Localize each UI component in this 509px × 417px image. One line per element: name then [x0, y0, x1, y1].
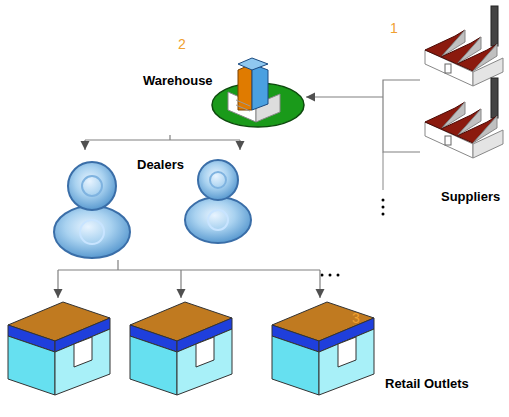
flow-connector [306, 80, 420, 152]
store-icon [8, 302, 110, 395]
flow-connector [54, 260, 325, 298]
node-region: Dealers [50, 150, 260, 260]
node-region: Suppliers [420, 5, 506, 210]
arrowhead [236, 141, 245, 150]
dealer-icon [185, 160, 251, 243]
callout-number: 1 [390, 20, 398, 36]
store-icons [8, 302, 374, 395]
connector-line [58, 260, 320, 298]
continuation-dots [321, 274, 340, 277]
node-region: Warehouse [140, 55, 306, 135]
connector-line [85, 135, 240, 150]
arrowhead [177, 289, 186, 298]
factory-icon [425, 6, 503, 86]
dealer-icon [54, 162, 130, 258]
node-label: Dealers [137, 157, 184, 172]
warehouse-icon [212, 58, 304, 127]
store-icon [130, 302, 232, 395]
node-label: Retail Outlets [385, 376, 469, 391]
store-icon [272, 302, 374, 395]
arrowhead [316, 289, 325, 298]
connector-line [306, 80, 420, 152]
flow-connector [81, 135, 245, 150]
bus-extension [382, 152, 385, 216]
factory-icon [425, 78, 503, 158]
node-region: Retail Outlets [5, 298, 505, 406]
arrowhead [81, 141, 90, 150]
factory-icons [425, 6, 503, 158]
arrowhead [54, 289, 63, 298]
arrowhead [306, 93, 315, 102]
node-label: Warehouse [143, 73, 213, 88]
callout-number: 3 [352, 310, 360, 326]
node-label: Suppliers [441, 189, 500, 204]
callout-number: 2 [178, 36, 186, 52]
